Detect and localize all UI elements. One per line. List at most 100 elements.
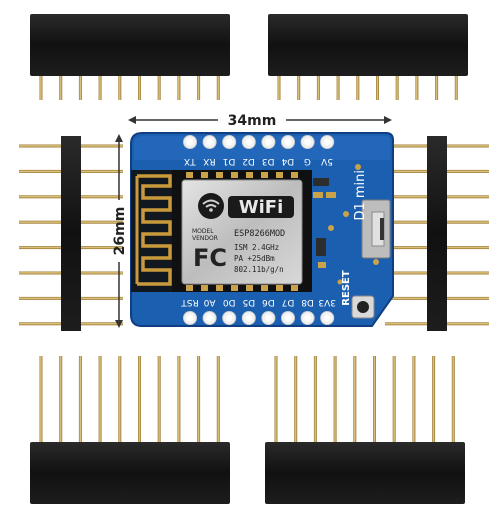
module-vendor-label: VENDOR <box>192 235 218 242</box>
header-pin <box>157 76 161 100</box>
bottom-pin-label: D6 <box>262 297 275 307</box>
header-pin <box>177 76 181 100</box>
module-spec-std: 802.11b/g/n <box>234 265 284 274</box>
module-pad <box>261 172 268 178</box>
header-pin <box>392 356 396 444</box>
bottom-pin-label: D7 <box>282 297 295 307</box>
module-spec-ism: ISM 2.4GHz <box>234 243 279 252</box>
header-pin <box>59 76 63 100</box>
module-pad <box>291 172 298 178</box>
header-pin <box>277 76 281 100</box>
header-pin <box>78 356 82 444</box>
header-pin <box>216 76 220 100</box>
through-hole-pad-hole <box>304 138 311 146</box>
header-pin <box>98 356 102 444</box>
through-hole-pad-hole <box>265 138 272 146</box>
module-pad <box>291 285 298 291</box>
module-pad <box>231 172 238 178</box>
header-pin <box>78 76 82 100</box>
header-pin <box>216 356 220 444</box>
through-hole-pad-hole <box>284 138 292 146</box>
bottom-pin-label: A0 <box>203 297 215 307</box>
module-pad <box>216 285 223 291</box>
reset-button <box>351 295 375 319</box>
board-name: D1 mini <box>353 170 368 221</box>
wifi-logo: WiFi <box>198 193 294 219</box>
bottom-pin-label: D5 <box>242 297 255 307</box>
module-pad <box>246 172 253 178</box>
bottom-pin-label: D0 <box>223 297 236 307</box>
header-pin <box>59 356 63 444</box>
top-pin-label: D2 <box>242 156 255 166</box>
header-pin <box>454 76 458 100</box>
header-pin <box>98 76 102 100</box>
header-pin <box>118 356 122 444</box>
header-pin <box>336 76 340 100</box>
module-pad <box>276 172 283 178</box>
header-pin <box>376 76 379 100</box>
header-pin <box>451 356 455 444</box>
fc-mark: FC <box>193 244 227 272</box>
dimension-height-label: 26mm <box>112 207 128 256</box>
header-pin <box>118 76 122 100</box>
module-pad <box>246 285 253 291</box>
header-pin <box>39 356 43 444</box>
through-hole-pad-hole <box>206 314 213 322</box>
reset-label: RESET <box>341 270 352 306</box>
male-header-left <box>19 136 123 331</box>
dimension-height: 26mm <box>112 134 128 328</box>
dimension-width-label: 34mm <box>228 113 277 129</box>
header-pin <box>415 76 419 100</box>
through-hole-pad-hole <box>304 314 311 322</box>
wifi-text: WiFi <box>239 197 284 218</box>
module-spec-pa: PA +25dBm <box>234 254 275 263</box>
bottom-pin-label: D8 <box>301 297 314 307</box>
pcb-antenna <box>131 170 177 292</box>
module-pad <box>216 172 223 178</box>
micro-usb-port <box>361 199 391 259</box>
module-pad <box>186 285 193 291</box>
header-pin <box>274 356 278 444</box>
through-hole-pad-hole <box>284 314 292 322</box>
module-pad <box>201 285 208 291</box>
header-pin <box>138 76 141 100</box>
female-header-top-right <box>268 14 468 100</box>
top-pin-label: TX <box>184 156 197 166</box>
top-pin-label: D1 <box>223 156 236 166</box>
top-pin-label: 5V <box>320 156 333 166</box>
header-pin <box>333 356 337 444</box>
through-hole-pad-hole <box>226 138 233 146</box>
header-pin <box>435 76 439 100</box>
header-pin <box>138 356 141 444</box>
header-pin <box>313 356 317 444</box>
header-pin <box>353 356 357 444</box>
esp8266-module: WiFi MODEL VENDOR ESP8266MOD FC ISM 2.4G… <box>172 170 312 292</box>
header-pin <box>395 76 399 100</box>
module-pad <box>276 285 283 291</box>
through-hole-pad-hole <box>206 138 213 146</box>
long-pin-header-bottom-right <box>265 356 465 504</box>
module-pad <box>201 172 208 178</box>
module-pad <box>231 285 238 291</box>
through-hole-pad-hole <box>324 138 331 146</box>
through-hole-pad-hole <box>245 314 252 322</box>
header-pin <box>356 76 360 100</box>
male-header-right <box>385 136 489 331</box>
through-hole-pad-hole <box>245 138 252 146</box>
top-pin-label: D3 <box>262 156 275 166</box>
header-pin <box>197 76 201 100</box>
header-pin <box>412 356 416 444</box>
header-pin <box>197 356 201 444</box>
top-pin-label: G <box>304 156 311 166</box>
dimension-width: 34mm <box>128 113 392 129</box>
bottom-pin-label: 3V3 <box>318 297 336 307</box>
module-part-number: ESP8266MOD <box>234 229 285 239</box>
header-pin <box>177 356 181 444</box>
board-components <box>313 164 391 319</box>
header-pin <box>373 356 376 444</box>
through-hole-pad-hole <box>186 314 194 322</box>
header-pin <box>297 76 301 100</box>
header-pin <box>39 76 43 100</box>
